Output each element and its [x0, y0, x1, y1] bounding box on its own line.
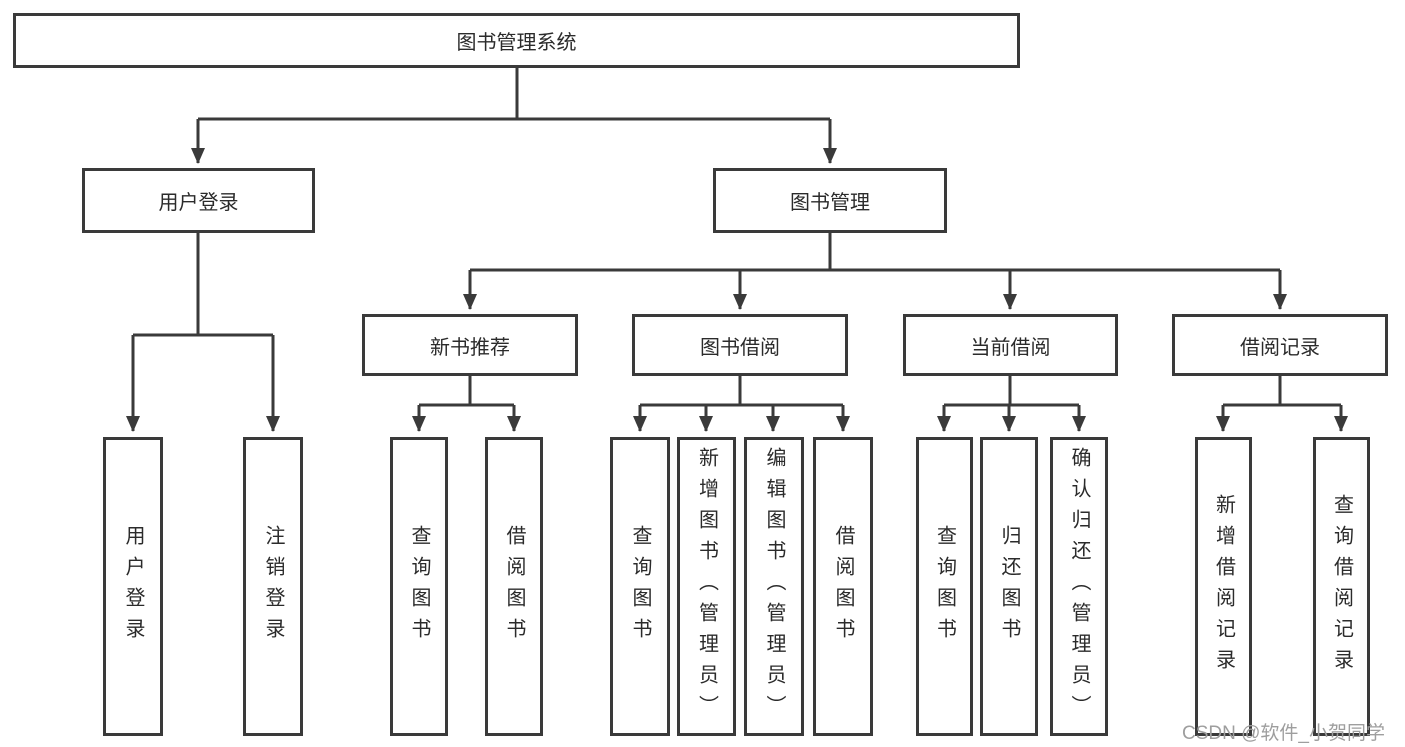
node-label: 查询图书 — [629, 524, 651, 649]
leaf-add-borrow-record: 新增借阅记录 — [1195, 437, 1252, 736]
node-label: 用户登录 — [158, 192, 239, 214]
node-borrowing-records: 借阅记录 — [1172, 314, 1388, 376]
node-label: 借阅记录 — [1240, 336, 1320, 359]
leaf-query-borrow-record: 查询借阅记录 — [1313, 437, 1370, 736]
leaf-borrow-books-recommend: 借阅图书 — [485, 437, 543, 736]
node-label: 查询图书 — [933, 524, 956, 649]
node-label: 图书管理 — [790, 192, 870, 214]
leaf-edit-books-admin: 编辑图书（管理员） — [744, 437, 804, 736]
node-library-management-system: 图书管理系统 — [13, 13, 1020, 68]
node-label: 确认归还（管理员） — [1068, 447, 1090, 726]
node-label: 当前借阅 — [970, 336, 1051, 359]
node-book-borrowing: 图书借阅 — [632, 314, 848, 376]
leaf-return-books: 归还图书 — [980, 437, 1038, 736]
node-label: 借阅图书 — [503, 524, 525, 649]
node-book-management: 图书管理 — [713, 168, 947, 233]
node-label: 新增图书（管理员） — [695, 447, 718, 726]
node-user-login: 用户登录 — [82, 168, 315, 233]
node-label: 图书借阅 — [700, 336, 780, 359]
node-label: 图书管理系统 — [456, 32, 577, 54]
leaf-logout: 注销登录 — [243, 437, 303, 736]
csdn-watermark: CSDN @软件_小贺同学 — [1182, 723, 1385, 744]
node-label: 查询借阅记录 — [1330, 493, 1353, 680]
leaf-add-books-admin: 新增图书（管理员） — [677, 437, 736, 736]
leaf-query-books-recommend: 查询图书 — [390, 437, 448, 736]
leaf-query-books-current: 查询图书 — [916, 437, 973, 736]
node-label: 用户登录 — [122, 524, 144, 649]
node-label: 借阅图书 — [832, 524, 854, 649]
leaf-borrow-books: 借阅图书 — [813, 437, 873, 736]
node-label: 编辑图书（管理员） — [763, 447, 785, 726]
leaf-user-login: 用户登录 — [103, 437, 163, 736]
node-label: 注销登录 — [262, 524, 284, 649]
leaf-confirm-return-admin: 确认归还（管理员） — [1050, 437, 1108, 736]
node-current-borrowing: 当前借阅 — [903, 314, 1118, 376]
leaf-query-books-borrowing: 查询图书 — [610, 437, 670, 736]
node-new-book-recommendation: 新书推荐 — [362, 314, 578, 376]
node-label: 查询图书 — [408, 524, 430, 649]
node-label: 新书推荐 — [430, 336, 510, 359]
node-label: 归还图书 — [998, 524, 1020, 649]
node-label: 新增借阅记录 — [1212, 493, 1235, 680]
